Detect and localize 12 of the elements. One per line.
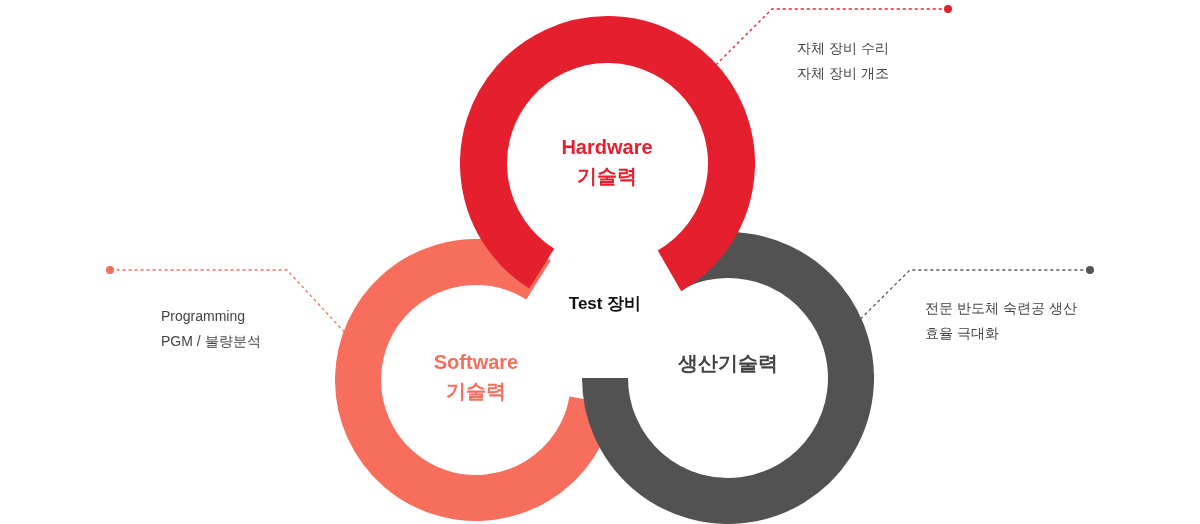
note-text: 자체 장비 수리: [797, 39, 890, 58]
note-text: Programming: [161, 307, 247, 326]
ring-title: Hardware 기술력: [560, 135, 654, 189]
note-text: 자체 장비 개조: [797, 64, 890, 83]
leader-line: [715, 5, 952, 66]
ring-title: 생산기술력: [677, 351, 779, 376]
note-text: PGM / 불량분석: [161, 332, 262, 351]
center-label: Test 장비: [567, 293, 643, 315]
ring-title: Software 기술력: [432, 350, 520, 404]
leader-line: [106, 266, 346, 333]
leader-line: [859, 266, 1094, 320]
note-text: 전문 반도체 숙련공 생산 효율 극대화: [925, 299, 1078, 343]
